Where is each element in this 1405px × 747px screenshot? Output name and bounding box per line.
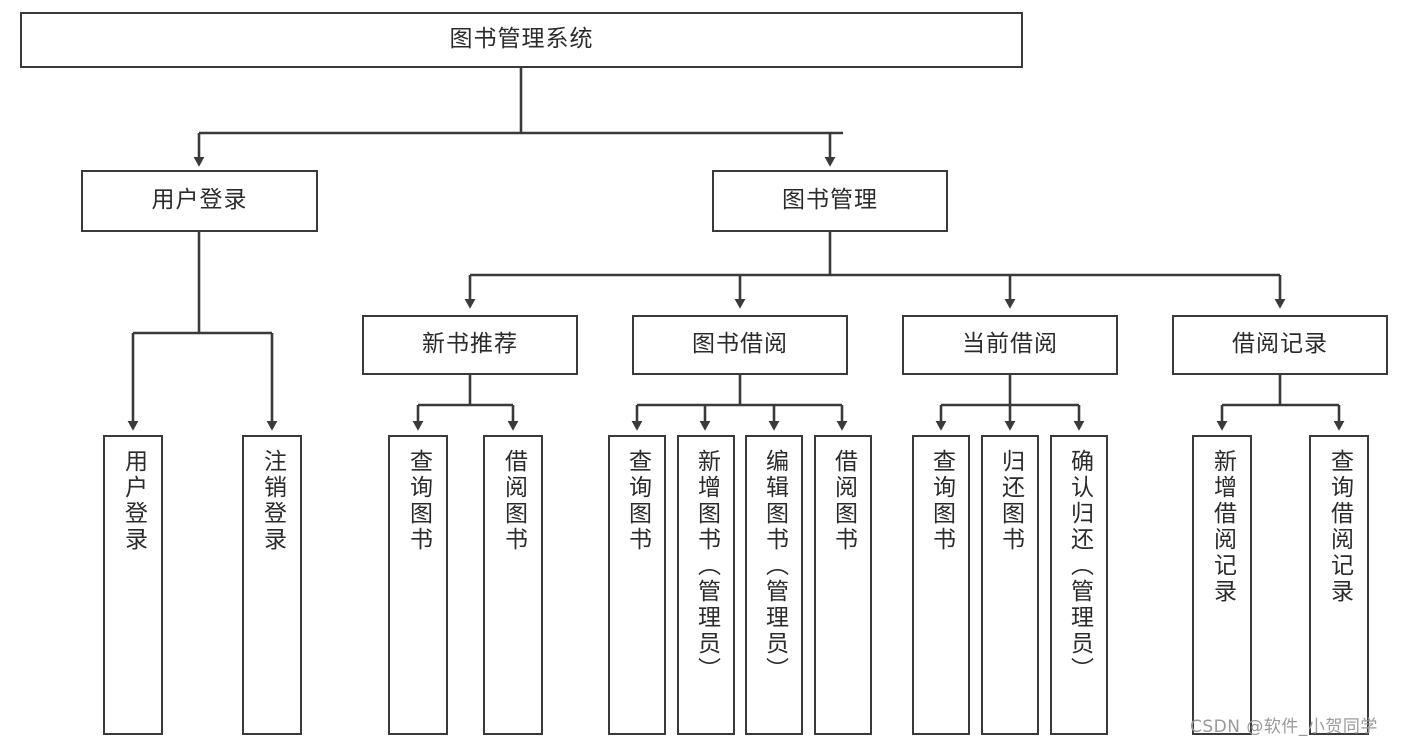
leaf-current-borrow-confirm-return-admin[interactable]: 确认归还（管理员） [1050, 435, 1108, 735]
csdn-watermark: CSDN @软件_小贺同学 [1190, 717, 1378, 737]
node-label: 借阅图书 [830, 449, 857, 553]
node-label: 用户登录 [151, 187, 248, 214]
node-book-management[interactable]: 图书管理 [712, 170, 948, 232]
node-user-login[interactable]: 用户登录 [81, 170, 318, 232]
leaf-book-borrow-edit-book-admin[interactable]: 编辑图书（管理员） [745, 435, 803, 735]
leaf-new-book-borrow-book[interactable]: 借阅图书 [483, 435, 543, 735]
node-label: 借阅记录 [1232, 331, 1328, 358]
node-label: 图书管理 [782, 187, 878, 214]
leaf-borrow-record-add-record[interactable]: 新增借阅记录 [1192, 435, 1252, 735]
node-label: 查询图书 [624, 449, 651, 553]
leaf-current-borrow-return-book[interactable]: 归还图书 [981, 435, 1039, 735]
leaf-borrow-record-query-record[interactable]: 查询借阅记录 [1309, 435, 1369, 735]
node-label: 编辑图书（管理员） [761, 449, 788, 683]
node-label: 查询图书 [405, 449, 432, 553]
node-label: 图书借阅 [692, 331, 788, 358]
leaf-user-login-logout[interactable]: 注销登录 [242, 435, 302, 735]
node-label: 新增图书（管理员） [693, 449, 720, 683]
leaf-book-borrow-query-book[interactable]: 查询图书 [608, 435, 666, 735]
node-new-book-recommend[interactable]: 新书推荐 [362, 315, 578, 375]
node-label: 图书管理系统 [449, 26, 594, 53]
node-label: 查询图书 [928, 449, 955, 553]
node-label: 注销登录 [259, 449, 286, 553]
node-label: 新书推荐 [422, 331, 518, 358]
leaf-current-borrow-query-book[interactable]: 查询图书 [912, 435, 970, 735]
node-label: 当前借阅 [962, 331, 1058, 358]
node-label: 新增借阅记录 [1209, 449, 1236, 605]
node-borrow-record[interactable]: 借阅记录 [1172, 315, 1388, 375]
leaf-book-borrow-borrow-book[interactable]: 借阅图书 [814, 435, 872, 735]
node-label: 查询借阅记录 [1326, 449, 1353, 605]
node-label: 借阅图书 [500, 449, 527, 553]
node-label: 确认归还（管理员） [1066, 449, 1093, 683]
leaf-new-book-query-book[interactable]: 查询图书 [388, 435, 448, 735]
leaf-book-borrow-add-book-admin[interactable]: 新增图书（管理员） [677, 435, 735, 735]
node-label: 用户登录 [120, 449, 147, 553]
leaf-user-login-login[interactable]: 用户登录 [103, 435, 163, 735]
node-current-borrow[interactable]: 当前借阅 [902, 315, 1118, 375]
node-book-borrow[interactable]: 图书借阅 [632, 315, 848, 375]
node-root-book-management-system[interactable]: 图书管理系统 [20, 12, 1023, 68]
node-label: 归还图书 [997, 449, 1024, 553]
